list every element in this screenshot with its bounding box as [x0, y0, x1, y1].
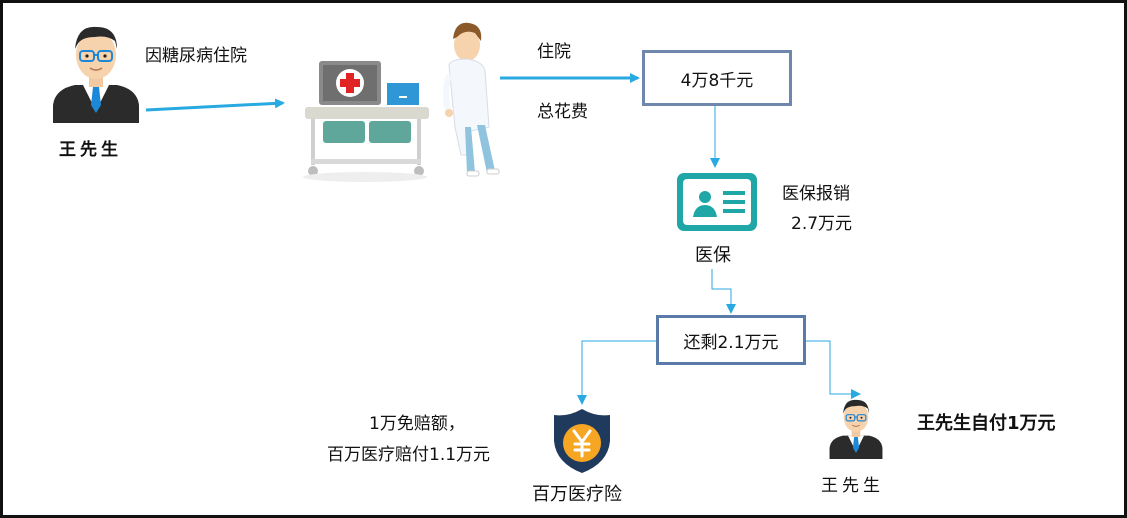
hospital-reason: 因糖尿病住院	[145, 46, 247, 66]
hospital-illustration	[299, 15, 503, 183]
yuan-shield-icon	[554, 409, 610, 473]
total-cost-value: 4万8千元	[680, 70, 754, 91]
cost-label-bottom: 总花费	[537, 102, 588, 122]
arrow-card-to-remaining	[711, 269, 736, 314]
person-bottom-name: 王先生	[821, 476, 884, 496]
arrow-remaining-to-person	[806, 340, 861, 399]
arrow-remaining-to-plan	[577, 340, 656, 405]
total-cost-box: 4万8千元	[642, 50, 792, 106]
reimburse-label: 医保报销	[782, 184, 850, 204]
businessman-icon	[829, 399, 883, 459]
hospital-bed-doctor-icon	[303, 22, 500, 182]
arrow-person-to-hospital	[145, 98, 285, 112]
cost-label-top: 住院	[537, 42, 571, 62]
plan-note-line2: 百万医疗赔付1.1万元	[327, 445, 491, 465]
insurance-card	[677, 173, 757, 231]
plan-note-line1: 1万免赔额，	[369, 414, 465, 434]
id-card-icon	[677, 173, 757, 231]
person-top-name: 王先生	[59, 140, 122, 160]
remaining-box: 还剩2.1万元	[656, 315, 806, 365]
person-top-avatar	[49, 19, 143, 123]
million-plan-shield	[552, 407, 612, 475]
reimburse-amount: 2.7万元	[791, 214, 853, 234]
businessman-icon	[53, 26, 139, 123]
insurance-name: 医保	[695, 245, 731, 266]
remaining-amount: 还剩2.1万元	[683, 332, 779, 353]
self-pay-amount: 王先生自付1万元	[917, 413, 1056, 434]
million-plan-name: 百万医疗险	[532, 484, 622, 505]
person-bottom-avatar	[827, 395, 885, 459]
connectors	[145, 73, 861, 405]
